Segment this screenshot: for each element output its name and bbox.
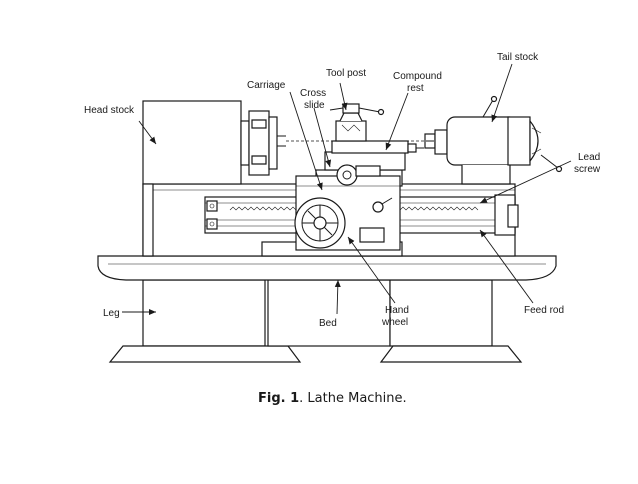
carriage-label: Carriage bbox=[247, 80, 286, 91]
left-leg bbox=[108, 279, 302, 363]
lead-screw-label-line2: screw bbox=[574, 164, 601, 175]
figure-caption: Fig. 1. Lathe Machine. bbox=[258, 391, 407, 406]
tool-post bbox=[329, 103, 385, 142]
compound-rest-label-line2: rest bbox=[407, 83, 424, 94]
leader-lines bbox=[122, 63, 572, 315]
cross-slide-label-line1: Cross bbox=[300, 88, 326, 99]
head-stock bbox=[142, 100, 286, 257]
caption-text: . Lathe Machine. bbox=[299, 391, 407, 406]
cross-slide-label-line2: slide bbox=[304, 100, 325, 111]
leg-label: Leg bbox=[103, 308, 120, 319]
feed-rod-label: Feed rod bbox=[524, 305, 564, 316]
tool-post-label: Tool post bbox=[326, 68, 366, 79]
hand-wheel-label-line2: wheel bbox=[381, 317, 408, 328]
compound-rest bbox=[331, 140, 424, 154]
hand-wheel-label-line1: Hand bbox=[385, 305, 409, 316]
cross-slide bbox=[324, 151, 406, 186]
bed bbox=[97, 255, 557, 281]
hand-wheel bbox=[294, 197, 346, 249]
compound-rest-label-line1: Compound bbox=[393, 71, 442, 82]
tail-stock-label: Tail stock bbox=[497, 52, 539, 63]
lead-screw-label-line1: Lead bbox=[578, 152, 600, 163]
middle-leg bbox=[267, 279, 391, 347]
tail-stock bbox=[424, 95, 563, 185]
caption-prefix: Fig. 1 bbox=[258, 391, 299, 406]
head-stock-label: Head stock bbox=[84, 105, 135, 116]
bed-label: Bed bbox=[319, 318, 337, 329]
right-leg bbox=[379, 279, 523, 363]
